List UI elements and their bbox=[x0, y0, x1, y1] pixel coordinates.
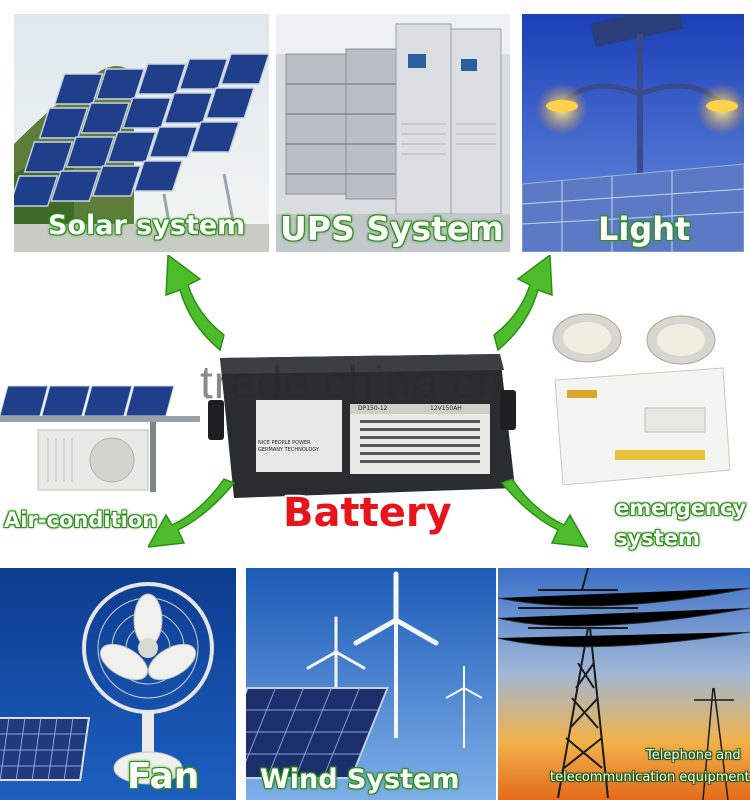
arrow-to-air-condition-icon bbox=[148, 478, 236, 548]
fan-caption: Fan bbox=[127, 756, 200, 797]
battery-caption: Battery bbox=[283, 490, 452, 536]
battery-image: NICE PEOPLE POWER GERMANY TECHNOLOGY DP1… bbox=[200, 340, 525, 510]
watermark: trade.china.cn bbox=[200, 356, 503, 408]
wind-system-image: Wind System bbox=[246, 568, 496, 800]
air-condition-caption: Air-condition bbox=[4, 508, 158, 532]
wind-system-caption: Wind System bbox=[260, 764, 460, 795]
emergency-caption-line2: system bbox=[615, 526, 700, 550]
arrow-to-emergency-icon bbox=[500, 478, 588, 548]
arrow-to-solar-icon bbox=[165, 255, 225, 352]
emergency-caption-line1: emergency bbox=[615, 496, 747, 520]
battery-rating: 12V150AH bbox=[430, 405, 462, 412]
solar-system-image: Solar system bbox=[14, 14, 269, 252]
light-caption: Light bbox=[598, 210, 691, 248]
emergency-system-image bbox=[545, 310, 750, 495]
telecom-caption-line1: Telephone and bbox=[646, 748, 741, 763]
battery-brand-line2: GERMANY TECHNOLOGY bbox=[258, 447, 319, 453]
arrow-to-light-icon bbox=[493, 255, 553, 352]
light-image: Light bbox=[522, 14, 744, 252]
battery-model: DP150-12 bbox=[358, 405, 388, 412]
ups-system-caption: UPS System bbox=[280, 209, 504, 248]
battery-brand-line1: NICE PEOPLE POWER bbox=[258, 440, 311, 446]
ups-system-image: UPS System bbox=[276, 14, 510, 252]
solar-system-caption: Solar system bbox=[48, 210, 246, 241]
air-condition-image bbox=[0, 378, 200, 508]
fan-image: Fan bbox=[0, 568, 236, 800]
telecom-image: Telephone and telecommunication equipmen… bbox=[498, 568, 750, 800]
telecom-caption-line2: telecommunication equipment bbox=[550, 770, 750, 785]
